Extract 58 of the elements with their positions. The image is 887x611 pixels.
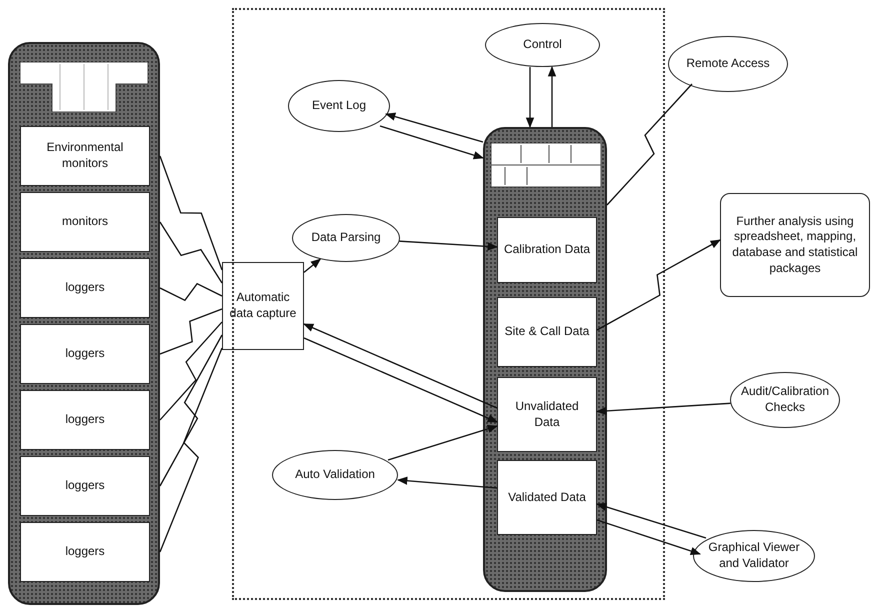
node-label: Calibration Data — [504, 242, 590, 258]
arrow — [396, 476, 498, 489]
node-label: Data Parsing — [311, 230, 381, 246]
node-label: Audit/Calibration Checks — [740, 384, 830, 416]
data-box — [497, 377, 597, 452]
data-box — [20, 126, 150, 186]
node-label: loggers — [65, 280, 105, 296]
node-label: loggers — [65, 544, 105, 560]
data-box — [20, 192, 150, 252]
arrow — [596, 402, 730, 416]
node-label: Control — [523, 37, 562, 53]
data-box — [20, 522, 150, 582]
node-label: loggers — [65, 412, 105, 428]
node-label: Unvalidated Data — [514, 398, 580, 430]
arrow — [596, 519, 701, 556]
zigzag-link — [160, 322, 222, 420]
arrow — [548, 66, 556, 127]
arrow — [526, 67, 534, 128]
node-label: Further analysis using spreadsheet, mapping, database and statistical packages — [731, 214, 859, 276]
zigzag-link — [160, 282, 222, 302]
zigzag-link — [606, 84, 692, 206]
server-rack — [483, 127, 607, 592]
node-label: Remote Access — [686, 56, 770, 72]
data-box — [20, 258, 150, 318]
node-label: Automatic data capture — [229, 290, 297, 322]
data-box — [497, 460, 597, 535]
process-ellipse — [288, 80, 390, 132]
arrow — [399, 240, 498, 251]
arrow — [303, 323, 498, 409]
node-label: loggers — [65, 346, 105, 362]
data-box — [497, 297, 597, 367]
process-box — [222, 262, 304, 350]
node-label: Auto Validation — [295, 467, 375, 483]
server-rack — [8, 42, 160, 605]
zigzag-link — [159, 348, 223, 552]
data-box — [20, 390, 150, 450]
node-label: Environmental monitors — [46, 140, 124, 172]
zigzag-link — [159, 334, 223, 486]
rounded-box — [720, 193, 870, 297]
data-box — [20, 456, 150, 516]
arrow — [388, 424, 498, 461]
arrow — [380, 125, 484, 160]
zigzag-link — [159, 156, 223, 270]
node-label: Event Log — [312, 98, 366, 114]
arrow — [304, 337, 498, 423]
data-box — [20, 324, 150, 384]
node-label: Site & Call Data — [504, 324, 590, 340]
node-label: Graphical Viewer and Validator — [707, 540, 801, 572]
node-label: Validated Data — [508, 490, 586, 506]
arrow — [596, 502, 706, 539]
node-label: loggers — [65, 478, 105, 494]
arrow — [304, 258, 322, 273]
zigzag-link — [596, 239, 721, 331]
system-boundary — [232, 8, 665, 600]
node-label: monitors — [62, 214, 108, 230]
arrow — [385, 112, 484, 143]
zigzag-link — [159, 222, 223, 284]
data-box — [497, 217, 597, 283]
